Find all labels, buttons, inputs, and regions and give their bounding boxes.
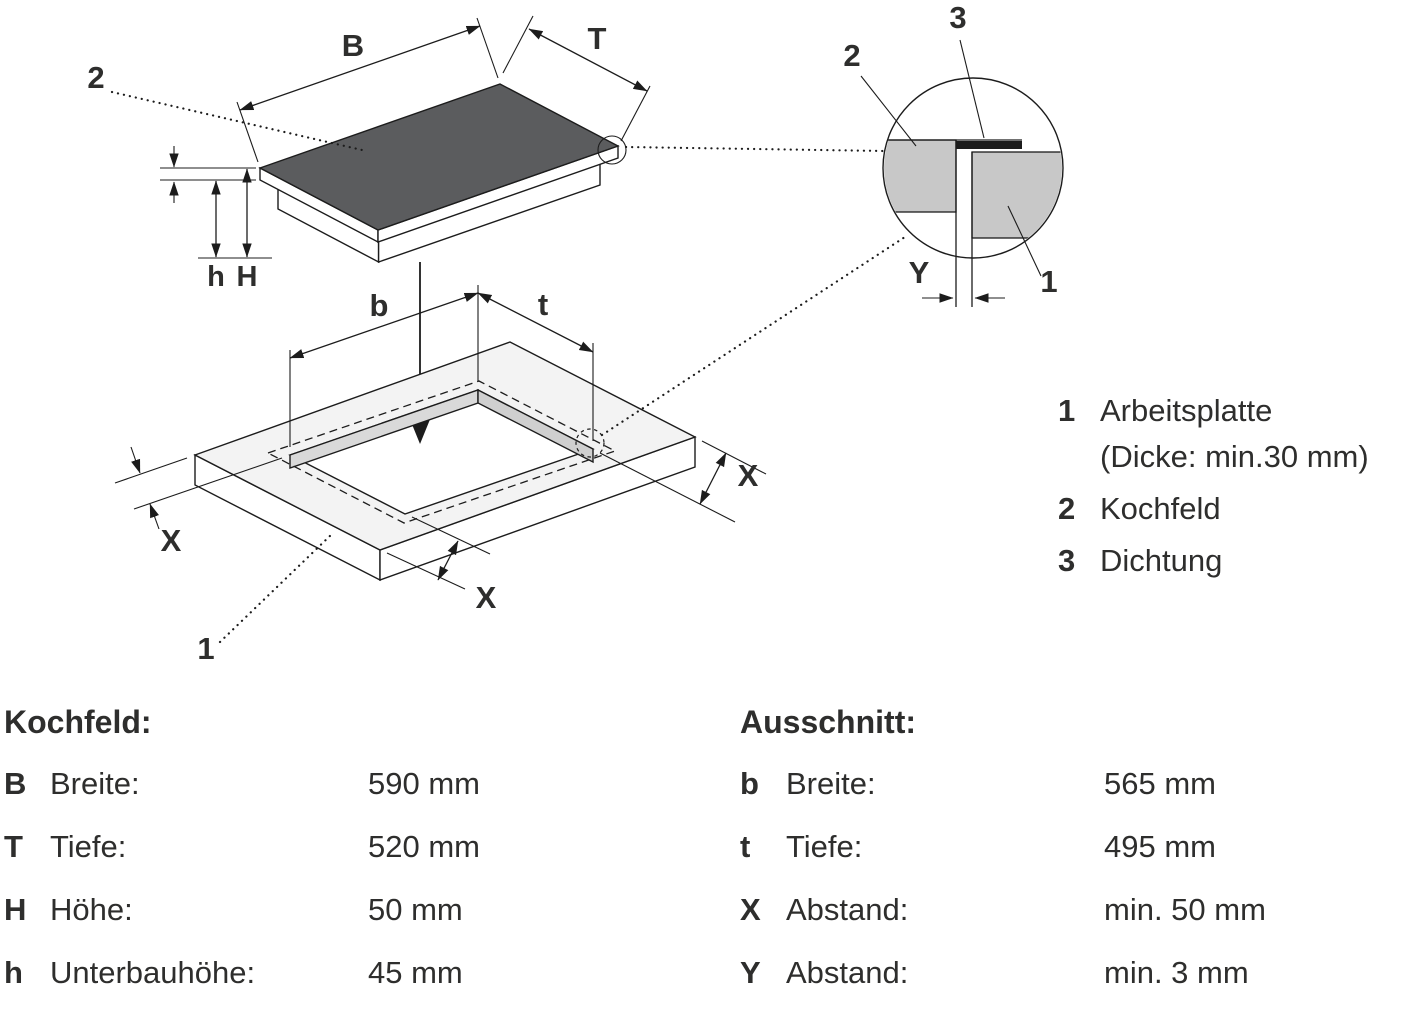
dim-label-X-right: X bbox=[738, 458, 759, 493]
table-row: X Abstand: min. 50 mm bbox=[740, 891, 1420, 928]
leader-detail-3 bbox=[959, 39, 985, 139]
row-value: 590 mm bbox=[368, 766, 480, 801]
row-value: 50 mm bbox=[368, 892, 463, 927]
table-row: h Unterbauhöhe: 45 mm bbox=[4, 954, 714, 991]
leader-cooktop-2 bbox=[110, 90, 364, 152]
row-key: h bbox=[4, 955, 23, 990]
cutout-inner-wall-right bbox=[477, 388, 594, 464]
dim-label-h: h bbox=[207, 261, 225, 293]
section-seal-bar bbox=[956, 141, 1022, 149]
cooktop-footprint-dashed bbox=[266, 380, 617, 524]
dim-label-b: b bbox=[370, 288, 389, 323]
kochfeld-table: Kochfeld: B Breite: 590 mm T Tiefe: 520 … bbox=[4, 697, 714, 1017]
installation-diagram-page: B T 2 h H bbox=[0, 0, 1425, 990]
table-row: T Tiefe: 520 mm bbox=[4, 828, 714, 865]
row-label: Tiefe: bbox=[786, 829, 863, 864]
cooktop-glass-top bbox=[258, 83, 620, 231]
table-row: t Tiefe: 495 mm bbox=[740, 828, 1420, 865]
leader-detail-2 bbox=[860, 75, 917, 147]
callout-worktop-1: 1 bbox=[197, 631, 214, 666]
dimension-tables: Kochfeld: B Breite: 590 mm T Tiefe: 520 … bbox=[0, 697, 1425, 990]
leader-worktop-1 bbox=[218, 532, 334, 644]
diagram-svg: B T 2 h H bbox=[87, 0, 1369, 666]
dim-line-X-bottom bbox=[437, 540, 459, 581]
row-value: min. 3 mm bbox=[1104, 955, 1249, 990]
dim-label-H: H bbox=[237, 261, 258, 293]
detail-connector-bottom bbox=[600, 233, 910, 437]
cooktop-iso-view: B T 2 h H bbox=[87, 15, 651, 444]
dim-line-t bbox=[477, 292, 594, 353]
row-key: H bbox=[4, 892, 27, 927]
detail-connector-top bbox=[624, 145, 886, 153]
legend-text-dicke: (Dicke: min.30 mm) bbox=[1100, 439, 1369, 474]
dim-line-X-right bbox=[699, 452, 727, 505]
legend-num-1: 1 bbox=[1058, 393, 1075, 428]
detail-section-view: Y 2 3 1 bbox=[843, 0, 1064, 307]
row-key: B bbox=[4, 766, 27, 801]
legend-num-2: 2 bbox=[1058, 491, 1075, 526]
row-key: t bbox=[740, 829, 751, 864]
ausschnitt-table-title: Ausschnitt: bbox=[740, 704, 916, 740]
row-key: T bbox=[4, 829, 23, 864]
row-key: b bbox=[740, 766, 759, 801]
ausschnitt-table: Ausschnitt: b Breite: 565 mm t Tiefe: 49… bbox=[740, 697, 1420, 1017]
detail-marker-cutout bbox=[575, 428, 605, 458]
row-value: 565 mm bbox=[1104, 766, 1216, 801]
kochfeld-table-title: Kochfeld: bbox=[4, 704, 152, 740]
dim-label-X-left: X bbox=[161, 523, 182, 558]
row-key: X bbox=[740, 892, 761, 927]
row-value: 495 mm bbox=[1104, 829, 1216, 864]
row-label: Höhe: bbox=[50, 892, 133, 927]
legend-text-kochfeld: Kochfeld bbox=[1100, 491, 1221, 526]
row-value: 520 mm bbox=[368, 829, 480, 864]
dim-label-t: t bbox=[538, 287, 548, 322]
detail-marker-cooktop bbox=[597, 135, 627, 165]
table-row: b Breite: 565 mm bbox=[740, 765, 1420, 802]
row-value: 45 mm bbox=[368, 955, 463, 990]
row-label: Unterbauhöhe: bbox=[50, 955, 256, 990]
legend-num-3: 3 bbox=[1058, 543, 1075, 578]
row-label: Abstand: bbox=[786, 892, 909, 927]
row-value: min. 50 mm bbox=[1104, 892, 1266, 927]
dim-label-T: T bbox=[588, 21, 607, 56]
dim-label-B: B bbox=[342, 28, 364, 63]
legend-text-dichtung: Dichtung bbox=[1100, 543, 1222, 578]
leader-detail-1 bbox=[1007, 205, 1042, 277]
dim-label-Y: Y bbox=[909, 255, 930, 290]
section-cooktop-body bbox=[884, 139, 957, 213]
worktop-cutout-view: b t X X X 1 bbox=[114, 285, 767, 666]
dim-label-X-bottom: X bbox=[476, 580, 497, 615]
table-row: H Höhe: 50 mm bbox=[4, 891, 714, 928]
row-label: Breite: bbox=[50, 766, 140, 801]
row-label: Breite: bbox=[786, 766, 876, 801]
row-key: Y bbox=[740, 955, 761, 990]
table-row: B Breite: 590 mm bbox=[4, 765, 714, 802]
table-row: Y Abstand: min. 3 mm bbox=[740, 954, 1420, 991]
dim-line-T bbox=[528, 28, 648, 92]
callout-detail-2: 2 bbox=[843, 38, 860, 73]
callout-detail-1: 1 bbox=[1040, 264, 1057, 299]
callout-cooktop-2: 2 bbox=[87, 60, 104, 95]
callout-detail-3: 3 bbox=[949, 0, 966, 35]
section-worktop bbox=[971, 151, 1062, 239]
row-label: Tiefe: bbox=[50, 829, 127, 864]
legend-text-arbeitsplatte: Arbeitsplatte bbox=[1100, 393, 1272, 428]
dim-line-b bbox=[289, 292, 479, 359]
dim-line-B bbox=[239, 25, 481, 111]
legend: 1 Arbeitsplatte (Dicke: min.30 mm) 2 Koc… bbox=[1058, 393, 1369, 578]
row-label: Abstand: bbox=[786, 955, 909, 990]
